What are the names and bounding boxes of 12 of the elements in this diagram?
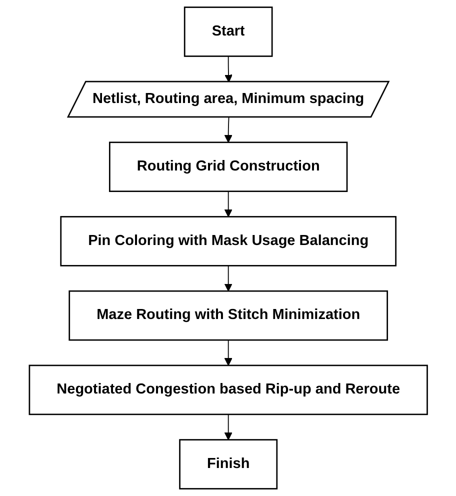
node-box: Negotiated Congestion based Rip-up and Reroute [28,364,428,416]
arrow [224,414,232,440]
node-box: Pin Coloring with Mask Usage Balancing [60,216,396,266]
arrow [224,190,232,218]
node-box: Routing Grid Construction [108,142,348,192]
arrow [224,56,232,82]
arrow [224,265,232,292]
node-box: Finish [178,439,278,490]
node-box: Maze Routing with Stitch Minimization [68,290,388,341]
arrow [224,340,232,366]
arrow [224,116,232,143]
node-box: Start [184,6,272,57]
